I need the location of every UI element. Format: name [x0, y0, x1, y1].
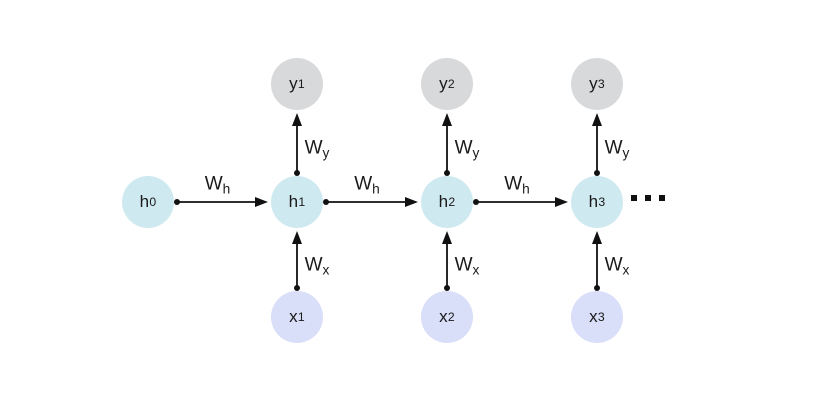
- arrowhead-icon: [255, 197, 268, 207]
- edge-h1-y1: [292, 113, 302, 176]
- edge-x1-h1: [292, 231, 302, 291]
- edge-label-Wh: Wh: [354, 173, 380, 197]
- node-label: y: [439, 74, 448, 93]
- continuation-ellipsis-icon: [631, 195, 665, 201]
- edge-source-dot: [323, 199, 329, 205]
- edge-h1-h2: [323, 197, 418, 207]
- node-label: x: [589, 307, 598, 326]
- arrowhead-icon: [592, 231, 602, 244]
- node-label: x: [439, 307, 448, 326]
- edge-label-Wx: Wx: [604, 254, 630, 277]
- node-label: y: [289, 74, 298, 93]
- edge-label-Wx: Wx: [454, 254, 480, 277]
- arrowhead-icon: [442, 113, 452, 126]
- edge-label-Wy: Wy: [304, 137, 330, 161]
- arrowhead-icon: [442, 231, 452, 244]
- node-label: h: [288, 192, 299, 211]
- edge-label-Wy: Wy: [454, 137, 480, 161]
- edge-label-Wh: Wh: [504, 173, 530, 197]
- edge-source-dot: [473, 199, 479, 205]
- node-label: h: [438, 192, 449, 211]
- edge-h2-h3: [473, 197, 568, 207]
- arrowhead-icon: [555, 197, 568, 207]
- edge-source-dot: [444, 285, 450, 291]
- edge-source-dot: [294, 285, 300, 291]
- edge-source-dot: [444, 170, 450, 176]
- node-label: y: [589, 74, 598, 93]
- node-label: h: [139, 192, 150, 211]
- edge-label-Wy: Wy: [604, 137, 630, 161]
- edge-source-dot: [594, 285, 600, 291]
- edge-h2-y2: [442, 113, 452, 176]
- arrowhead-icon: [405, 197, 418, 207]
- edge-x3-h3: [592, 231, 602, 291]
- edge-source-dot: [174, 199, 180, 205]
- edge-h3-y3: [592, 113, 602, 176]
- arrowhead-icon: [292, 113, 302, 126]
- edge-x2-h2: [442, 231, 452, 291]
- edge-label-Wx: Wx: [304, 254, 330, 277]
- node-label: h: [588, 192, 599, 211]
- edge-source-dot: [294, 170, 300, 176]
- edge-h0-h1: [174, 197, 268, 207]
- arrowhead-icon: [292, 231, 302, 244]
- arrowhead-icon: [592, 113, 602, 126]
- edge-label-Wh: Wh: [204, 173, 231, 197]
- node-label: x: [289, 307, 298, 326]
- edge-source-dot: [594, 170, 600, 176]
